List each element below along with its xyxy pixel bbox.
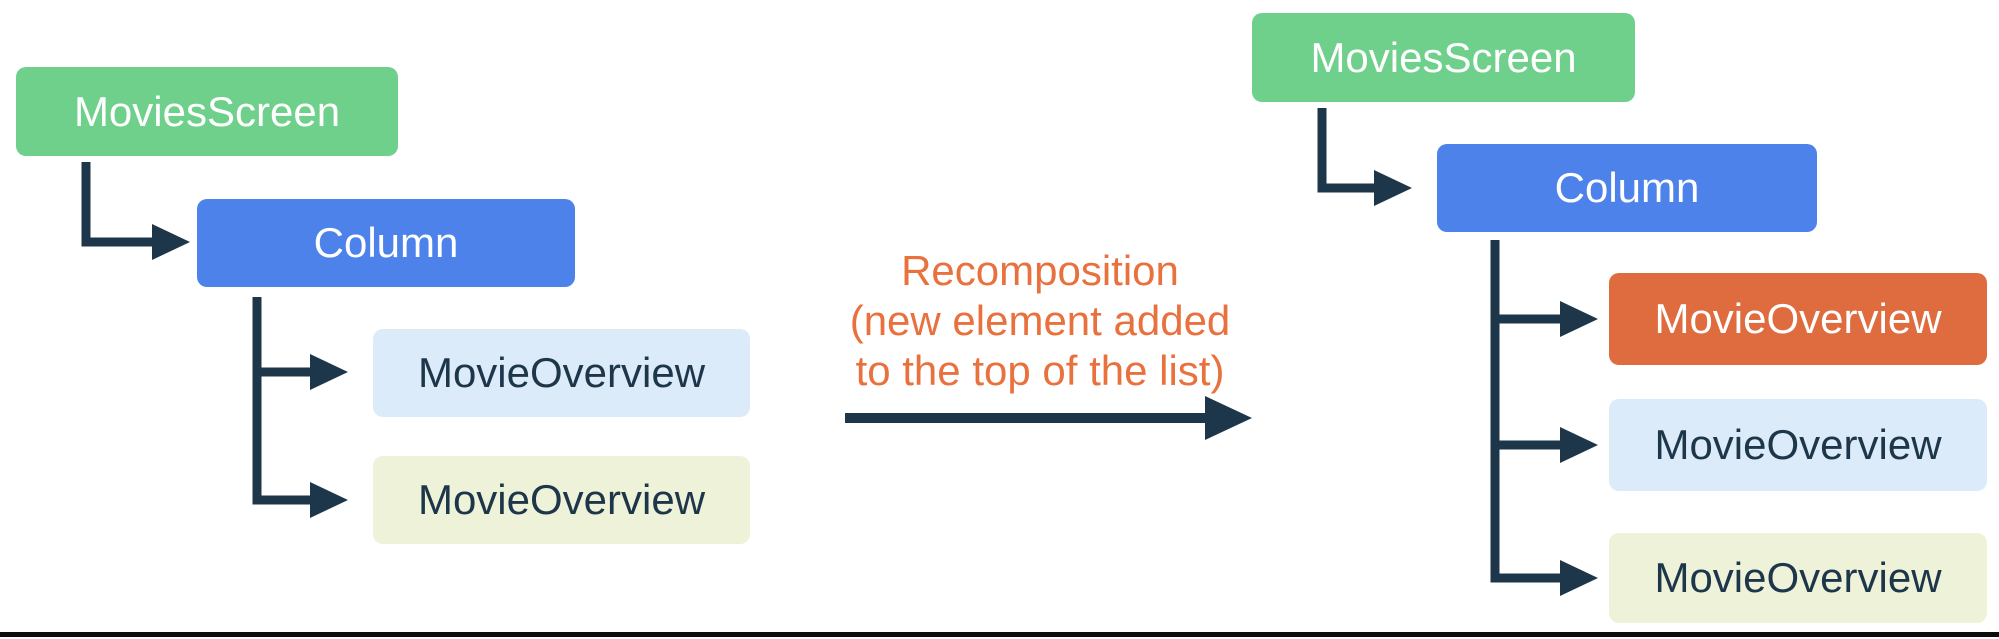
left-child-2-label: MovieOverview [417,476,706,523]
right-root-label: MoviesScreen [1310,33,1577,81]
right-tree-child-node-1: MovieOverview [1609,273,1987,365]
recomposition-label-line1: Recomposition [901,247,1179,294]
right-tree-column-node: Column [1437,144,1817,232]
left-root-label: MoviesScreen [73,87,341,135]
right-child-2-label: MovieOverview [1654,421,1942,468]
right-child-1-label: MovieOverview [1654,295,1942,342]
right-column-children-arrows [1490,240,1598,596]
right-column-label: Column [1554,164,1700,211]
recomposition-label-line2: (new element added [849,297,1231,344]
recomposition-arrow [845,396,1252,440]
left-column-children-arrows [252,297,348,518]
left-tree-root-node: MoviesScreen [16,67,398,156]
right-child-3-label: MovieOverview [1654,554,1942,601]
right-tree-child-node-3: MovieOverview [1609,533,1987,623]
bottom-border-line [0,632,1999,637]
left-tree-child-node-1: MovieOverview [373,329,750,417]
recomposition-label-line3: to the top of the list) [855,347,1225,394]
left-tree-child-node-2: MovieOverview [373,456,750,544]
left-tree-column-node: Column [197,199,575,287]
left-root-to-column-arrow [81,162,190,260]
right-tree-child-node-2: MovieOverview [1609,399,1987,491]
left-child-1-label: MovieOverview [417,349,706,396]
recomposition-label: Recomposition (new element added to the … [810,246,1270,396]
left-column-label: Column [313,219,459,266]
right-tree-root-node: MoviesScreen [1252,13,1635,102]
right-root-to-column-arrow [1317,108,1412,206]
